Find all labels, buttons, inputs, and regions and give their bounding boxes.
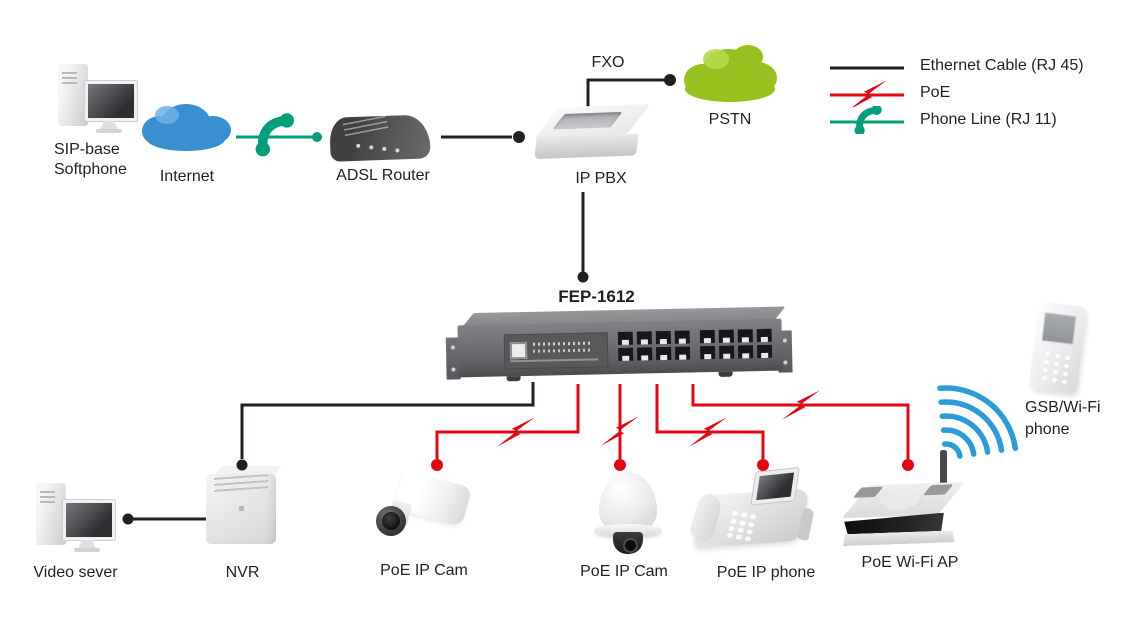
poe-wifi-ap-label: PoE Wi-Fi AP xyxy=(861,554,959,571)
connection-dot xyxy=(513,131,525,143)
poe-ip-cam-box-device xyxy=(372,469,476,554)
legend-label: Ethernet Cable (RJ 45) xyxy=(920,56,1084,74)
label-line: phone xyxy=(1025,421,1070,438)
nvr-label: NVR xyxy=(225,564,260,581)
ethernet-line-sample xyxy=(830,66,904,69)
poe-line-sample xyxy=(830,79,904,107)
monitor-screen xyxy=(88,84,134,118)
poe-ip-cam-dome-label: PoE IP Cam xyxy=(580,563,668,580)
connection-dot-red xyxy=(902,459,914,471)
wire-switch-to-boxcam-poe xyxy=(435,384,580,459)
legend-label: Phone Line (RJ 11) xyxy=(920,110,1057,128)
poe-ip-phone-label: PoE IP phone xyxy=(716,564,816,581)
sip-softphone-device xyxy=(52,58,142,138)
connection-dot xyxy=(664,74,676,86)
tower-vents xyxy=(40,491,55,504)
legend-item-ethernet: Ethernet Cable (RJ 45) xyxy=(828,52,1084,79)
connection-dot-red xyxy=(757,459,769,471)
connection-dot-green xyxy=(312,132,322,142)
dome-rim xyxy=(594,524,662,537)
internet-label: Internet xyxy=(159,168,215,185)
pstn-cloud-icon xyxy=(684,45,777,102)
video-server-device xyxy=(30,477,120,557)
gsb-wifi-phone-label: GSB/Wi-Fi phone xyxy=(1025,397,1135,441)
nvr-device xyxy=(206,466,284,552)
legend-label: PoE xyxy=(920,83,951,101)
monitor-stand xyxy=(78,540,96,549)
ip-pbx-label: IP PBX xyxy=(575,170,627,187)
monitor-stand-base xyxy=(96,129,122,133)
label-line: GSB/Wi-Fi xyxy=(1025,399,1101,416)
connection-dot xyxy=(577,271,589,283)
tower-vents xyxy=(62,72,77,85)
monitor-screen xyxy=(66,503,112,537)
pstn-label: PSTN xyxy=(708,111,752,128)
poe-ip-cam-box-label: PoE IP Cam xyxy=(380,562,468,579)
monitor-stand xyxy=(100,121,118,130)
gsb-wifi-phone-device xyxy=(1028,301,1090,398)
dome-housing xyxy=(599,472,657,534)
connection-dot-red xyxy=(614,459,626,471)
adsl-router-label: ADSL Router xyxy=(336,167,430,184)
fxo-label: FXO xyxy=(591,54,625,71)
connection-dot-red xyxy=(431,459,443,471)
phone-line-sample xyxy=(830,106,904,134)
legend: Ethernet Cable (RJ 45) PoE Phone Line (R… xyxy=(828,52,1084,133)
connection-dot xyxy=(122,513,134,525)
poe-ip-cam-dome-device xyxy=(592,472,664,558)
connection-dot xyxy=(236,459,248,471)
camera-lens xyxy=(623,538,638,553)
switch-model-label: FEP-1612 xyxy=(558,287,635,306)
label-line: Softphone xyxy=(54,161,127,178)
nvr-power-button xyxy=(239,506,244,511)
legend-item-phone-line: Phone Line (RJ 11) xyxy=(828,106,1084,133)
wire-switch-to-ipphone-poe xyxy=(655,384,765,459)
wire-switch-to-nvr xyxy=(240,382,535,459)
monitor-stand-base xyxy=(74,548,100,552)
wifi-waves-icon xyxy=(937,385,1019,459)
computer-monitor xyxy=(84,80,138,122)
handset-keypad xyxy=(1045,352,1050,356)
internet-cloud-icon xyxy=(142,104,231,151)
legend-item-poe: PoE xyxy=(828,79,1084,107)
camera-lens-glass xyxy=(382,512,400,530)
sip-softphone-label: SIP-base Softphone xyxy=(54,140,154,180)
label-line: SIP-base xyxy=(54,141,120,158)
wire-pbx-to-pstn-fxo xyxy=(586,78,665,110)
video-server-label: Video sever xyxy=(33,564,118,581)
